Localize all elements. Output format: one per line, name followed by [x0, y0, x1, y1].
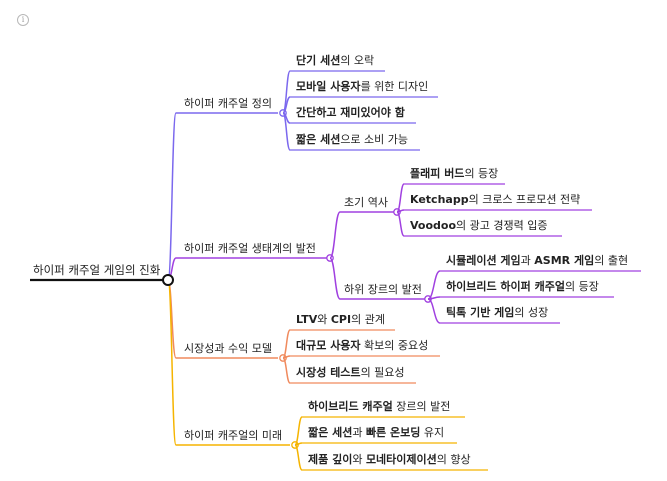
- bold-text: 하이브리드 캐주얼: [308, 399, 393, 413]
- text: 와: [352, 453, 366, 466]
- branch-connector: [329, 211, 341, 259]
- branch-connector: [427, 298, 441, 324]
- bold-text: 짧은 세션: [296, 132, 340, 146]
- leaf-node[interactable]: 시뮬레이션 게임과 ASMR 게임의 출현: [446, 253, 628, 267]
- leaf-node[interactable]: 제품 깊이와 모네타이제이션의 향상: [308, 452, 471, 466]
- text: 확보의 중요성: [361, 339, 429, 352]
- text: 의 광고 경쟁력 입증: [456, 219, 547, 232]
- branch-connector: [294, 416, 303, 446]
- leaf-node[interactable]: LTV와 CPI의 관계: [296, 313, 385, 326]
- text: 를 위한 디자인: [361, 80, 429, 93]
- bold-text: LTV: [296, 313, 318, 326]
- branch-connector: [282, 329, 291, 359]
- bold-text: ASMR 게임: [534, 253, 594, 267]
- bold-text: Voodoo: [410, 219, 456, 232]
- text: 의 성장: [514, 306, 548, 319]
- text: 와: [317, 313, 331, 326]
- branch-connector: [294, 444, 303, 471]
- branch-node[interactable]: 하이퍼 캐주얼 정의: [184, 96, 272, 110]
- text: 의 관계: [351, 313, 385, 326]
- info-icon[interactable]: i: [17, 14, 29, 26]
- text: 유지: [420, 426, 444, 439]
- bold-text: 플래피 버드: [410, 166, 464, 180]
- text: 의 등장: [464, 167, 498, 180]
- branch-connector: [167, 279, 177, 446]
- leaf-node[interactable]: 플래피 버드의 등장: [410, 166, 498, 180]
- bold-text: 하이브리드 하이퍼 캐주얼: [446, 279, 565, 293]
- leaf-node[interactable]: Ketchapp의 크로스 프로모션 전략: [410, 193, 580, 206]
- branch-node[interactable]: 하이퍼 캐주얼 생태계의 발전: [184, 241, 316, 255]
- bold-text: 간단하고 재미있어야 함: [296, 105, 405, 119]
- mind-map-edges: [30, 70, 641, 471]
- branch-connector: [427, 270, 441, 300]
- leaf-node[interactable]: 모바일 사용자를 위한 디자인: [296, 79, 428, 93]
- text: 과: [352, 426, 366, 439]
- bold-text: 모바일 사용자: [296, 79, 361, 93]
- leaf-node[interactable]: 짧은 세션으로 소비 가능: [296, 132, 408, 146]
- bold-text: 시장성 테스트: [296, 365, 361, 379]
- leaf-node[interactable]: 틱톡 기반 게임의 성장: [446, 305, 548, 319]
- leaf-node[interactable]: 간단하고 재미있어야 함: [296, 105, 405, 119]
- bold-text: 모네타이제이션: [366, 452, 437, 466]
- bold-text: 빠른 온보딩: [366, 425, 420, 439]
- bold-text: 대규모 사용자: [296, 338, 361, 352]
- branch-connector: [282, 357, 291, 384]
- leaf-node[interactable]: Voodoo의 광고 경쟁력 입증: [410, 219, 547, 232]
- sub-branch-node[interactable]: 초기 역사: [344, 196, 388, 209]
- bold-text: 틱톡 기반 게임: [446, 305, 514, 319]
- bold-text: 단기 세션: [296, 53, 340, 67]
- text: 장르의 발전: [393, 400, 451, 413]
- root-node[interactable]: 하이퍼 캐주얼 게임의 진화: [33, 263, 161, 277]
- branch-connector: [167, 112, 177, 281]
- text: 의 필요성: [361, 366, 405, 379]
- sub-branch-node[interactable]: 하위 장르의 발전: [344, 282, 422, 296]
- text: 의 크로스 프로모션 전략: [469, 193, 581, 206]
- leaf-node[interactable]: 대규모 사용자 확보의 중요성: [296, 338, 428, 352]
- text: 으로 소비 가능: [340, 133, 408, 146]
- leaf-node[interactable]: 단기 세션의 오락: [296, 53, 374, 67]
- branch-connector: [396, 183, 405, 213]
- text: 의 향상: [437, 453, 471, 466]
- bold-text: 시뮬레이션 게임: [446, 253, 521, 267]
- branch-connector: [329, 257, 341, 300]
- branch-connector: [282, 112, 291, 151]
- leaf-node[interactable]: 하이브리드 하이퍼 캐주얼의 등장: [446, 279, 599, 293]
- bold-text: CPI: [331, 313, 351, 326]
- leaf-node[interactable]: 짧은 세션과 빠른 온보딩 유지: [308, 425, 444, 439]
- bold-text: 제품 깊이: [308, 452, 352, 466]
- branch-node[interactable]: 하이퍼 캐주얼의 미래: [184, 428, 282, 442]
- root-junction[interactable]: [162, 274, 174, 286]
- bold-text: Ketchapp: [410, 193, 469, 206]
- leaf-node[interactable]: 하이브리드 캐주얼 장르의 발전: [308, 399, 450, 413]
- text: 의 오락: [340, 54, 374, 67]
- leaf-node[interactable]: 시장성 테스트의 필요성: [296, 365, 405, 379]
- branch-connector: [396, 211, 405, 237]
- bold-text: 짧은 세션: [308, 425, 352, 439]
- text: 의 출현: [594, 254, 628, 267]
- branch-node[interactable]: 시장성과 수익 모델: [184, 342, 272, 355]
- text: 과: [521, 254, 535, 267]
- text: 의 등장: [565, 280, 599, 293]
